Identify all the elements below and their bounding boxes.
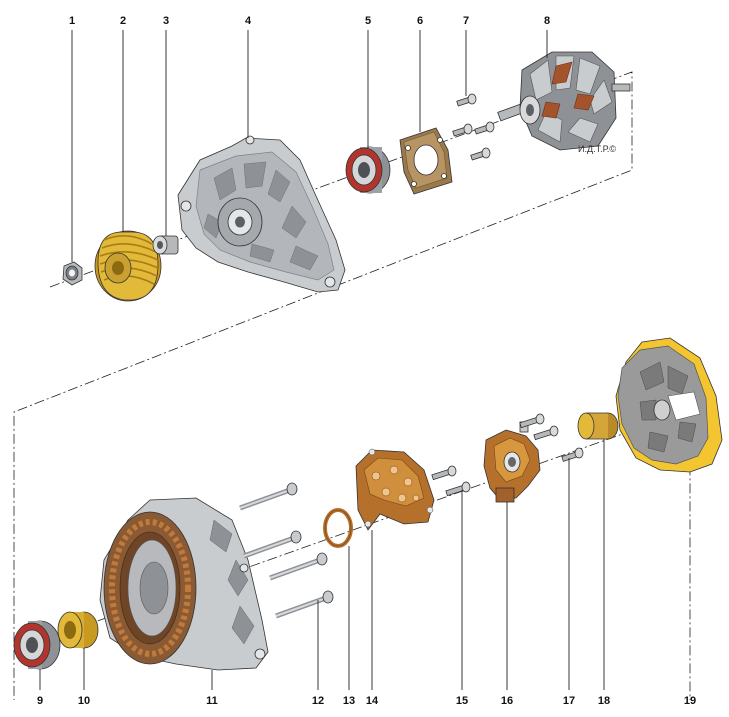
callout-8: 8: [544, 15, 550, 27]
callout-15: 15: [456, 695, 468, 707]
part-11-stator-housing: [99, 497, 269, 671]
part-18-bearing-sleeve: [577, 412, 619, 440]
assembly-axis-lines: [13, 71, 691, 700]
part-15-rectifier-screws: [431, 465, 471, 497]
part-4-drive-end-housing: [177, 135, 346, 293]
callout-13: 13: [343, 695, 355, 707]
callout-19: 19: [684, 695, 696, 707]
callout-2: 2: [120, 15, 126, 27]
callout-numbers: 1 2 3 4 5 6 7 8 9 10 11 12 13 14 15 16 1…: [37, 15, 696, 707]
callout-11: 11: [206, 695, 218, 707]
callout-12: 12: [312, 695, 324, 707]
callout-9: 9: [37, 695, 43, 707]
callout-4: 4: [245, 15, 252, 27]
callout-17: 17: [563, 695, 575, 707]
callout-leader-lines: [39, 30, 605, 690]
callout-18: 18: [598, 695, 610, 707]
part-5-front-bearing: [345, 146, 391, 194]
part-16-voltage-regulator: [483, 421, 541, 503]
part-17-regulator-screws: [519, 413, 584, 462]
part-10-bearing-cap: [57, 611, 99, 649]
callout-1: 1: [69, 15, 75, 27]
copyright-mark: И.Д.Т.Р.©: [578, 144, 616, 154]
part-9-rear-bearing: [13, 620, 61, 670]
part-1-pulley-nut: [62, 261, 83, 286]
callout-16: 16: [501, 695, 513, 707]
part-2-pulley: [94, 230, 162, 302]
part-3-spacer-bushing: [152, 235, 179, 255]
part-14-rectifier-bridge: [355, 448, 435, 531]
callout-10: 10: [78, 695, 90, 707]
callout-3: 3: [163, 15, 169, 27]
part-19-rear-cover: [615, 337, 723, 473]
callout-5: 5: [365, 15, 371, 27]
part-13-insulating-ring: [323, 508, 353, 548]
callout-14: 14: [366, 695, 379, 707]
part-7-retainer-screws: [452, 93, 495, 161]
part-6-bearing-retainer-plate: [399, 127, 453, 195]
part-8-rotor: [497, 51, 631, 151]
callout-7: 7: [463, 15, 469, 27]
callout-6: 6: [417, 15, 423, 27]
